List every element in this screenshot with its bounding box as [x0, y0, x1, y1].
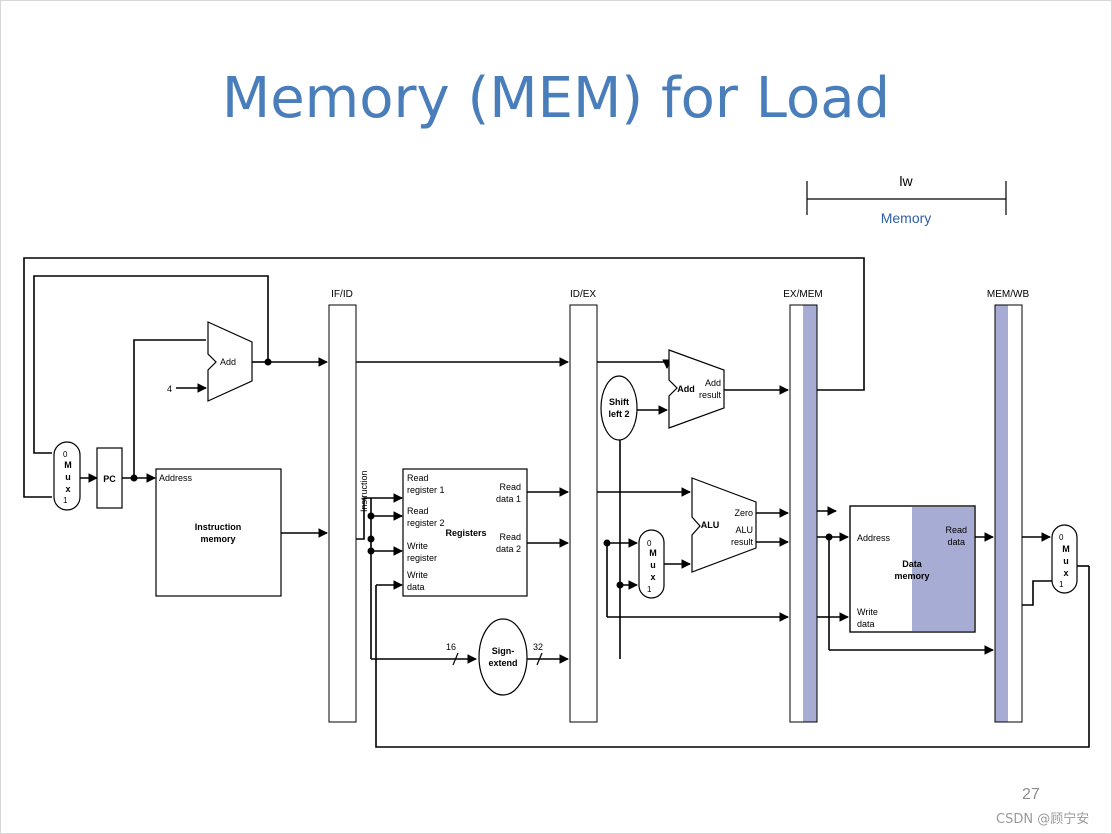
instruction-memory: Address Instruction memory	[155, 468, 282, 597]
svg-text:ALU: ALU	[701, 520, 720, 530]
svg-text:register: register	[407, 553, 437, 563]
svg-text:result: result	[731, 537, 754, 547]
svg-text:u: u	[65, 472, 71, 482]
svg-text:x: x	[1063, 568, 1068, 578]
pipeline-register-ifid	[328, 304, 357, 723]
svg-text:x: x	[650, 572, 655, 582]
pipeline-register-label-ifid: IF/ID	[331, 289, 353, 300]
svg-text:Write: Write	[857, 607, 878, 617]
svg-text:Data: Data	[902, 559, 923, 569]
svg-text:M: M	[1062, 544, 1070, 554]
pc-label: PC	[103, 474, 116, 484]
bit-width-markers	[452, 652, 543, 666]
stage-bar: lw Memory	[806, 173, 1007, 226]
svg-text:left 2: left 2	[608, 409, 629, 419]
pipeline-register-label-idex: ID/EX	[570, 289, 596, 300]
svg-text:Read: Read	[499, 482, 521, 492]
pipeline-register-memwb	[994, 304, 1023, 723]
pc-mux-in1: 1	[63, 496, 68, 505]
pc-mux-in0: 0	[63, 450, 68, 459]
branch-adder: Add Add result	[668, 349, 725, 429]
svg-text:ALU: ALU	[735, 525, 753, 535]
svg-text:Address: Address	[857, 533, 891, 543]
svg-text:0: 0	[1059, 533, 1064, 542]
svg-text:Shift: Shift	[609, 397, 629, 407]
imem-address-label: Address	[159, 473, 193, 483]
svg-text:M: M	[649, 548, 657, 558]
pipeline-register-label-memwb: MEM/WB	[987, 289, 1030, 300]
instruction-label: Instruction	[359, 470, 369, 512]
program-counter: PC	[96, 447, 123, 509]
writeback-mux: 0 M u x 1	[1051, 524, 1078, 594]
svg-text:extend: extend	[488, 658, 517, 668]
junction-dots	[130, 358, 833, 589]
svg-text:Read: Read	[499, 532, 521, 542]
svg-text:data: data	[407, 582, 425, 592]
const-four: 4	[167, 384, 172, 394]
svg-text:u: u	[1063, 556, 1069, 566]
imem-title-1: Instruction	[195, 522, 242, 532]
pc-mux: 0 M u x 1	[53, 441, 81, 511]
slide-title: Memory (MEM) for Load	[221, 66, 891, 131]
pipeline-register-exmem	[789, 304, 818, 723]
data-memory: Address Read data Data memory Write data	[849, 505, 976, 633]
svg-text:memory: memory	[894, 571, 929, 581]
pipeline-register-idex	[569, 304, 598, 723]
svg-text:Sign-: Sign-	[492, 646, 515, 656]
svg-text:data 2: data 2	[496, 544, 521, 554]
svg-text:Read: Read	[407, 473, 429, 483]
svg-text:result: result	[699, 390, 722, 400]
svg-text:Write: Write	[407, 570, 428, 580]
svg-text:data: data	[857, 619, 875, 629]
bits-out-label: 32	[533, 642, 543, 652]
register-file: Read register 1 Read register 2 Write re…	[402, 468, 528, 597]
page-number: 27	[1022, 786, 1040, 803]
svg-text:1: 1	[1059, 580, 1064, 589]
stage-instruction-label: lw	[899, 173, 913, 189]
imem-title-2: memory	[200, 534, 235, 544]
svg-text:x: x	[65, 484, 70, 494]
registers-title: Registers	[445, 528, 486, 538]
watermark: CSDN @顾宁安	[996, 812, 1090, 827]
alu-src-mux: 0 M u x 1	[638, 529, 665, 599]
pipeline-register-label-exmem: EX/MEM	[783, 289, 822, 300]
svg-text:Read: Read	[407, 506, 429, 516]
svg-text:1: 1	[647, 585, 652, 594]
svg-text:0: 0	[647, 539, 652, 548]
sign-extend: Sign- extend	[478, 618, 528, 696]
svg-text:Read: Read	[945, 525, 967, 535]
svg-text:data: data	[947, 537, 965, 547]
wires	[23, 257, 1090, 748]
svg-text:Write: Write	[407, 541, 428, 551]
svg-text:Add: Add	[677, 384, 695, 394]
svg-text:M: M	[64, 460, 72, 470]
svg-text:Add: Add	[705, 378, 721, 388]
svg-text:u: u	[650, 560, 656, 570]
pc-adder-label: Add	[220, 357, 236, 367]
stage-name-label: Memory	[881, 210, 932, 226]
svg-text:register 2: register 2	[407, 518, 445, 528]
alu: ALU Zero ALU result	[691, 477, 757, 573]
pc-adder: Add	[207, 321, 253, 402]
bits-in-label: 16	[446, 642, 456, 652]
shift-left-2: Shift left 2	[600, 375, 638, 441]
svg-text:data 1: data 1	[496, 494, 521, 504]
wires-arrows	[80, 357, 1051, 664]
svg-text:register 1: register 1	[407, 485, 445, 495]
svg-text:Zero: Zero	[734, 508, 753, 518]
